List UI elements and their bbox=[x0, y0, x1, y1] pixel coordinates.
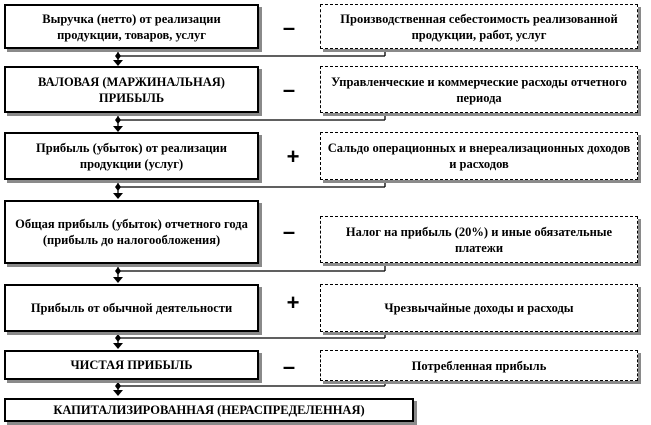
box-income-tax: Налог на прибыль (20%) и иные обязательн… bbox=[320, 216, 638, 263]
box-admin-expenses-label: Управленческие и коммерческие расходы от… bbox=[331, 74, 627, 105]
box-consumed-profit-label: Потребленная прибыль bbox=[411, 358, 547, 373]
box-total-profit: Общая прибыль (убыток) отчетного года (п… bbox=[4, 200, 259, 264]
box-total-profit-label: Общая прибыль (убыток) отчетного года (п… bbox=[15, 217, 248, 247]
box-production-cost: Производственная себестоимость реализова… bbox=[320, 4, 638, 49]
box-revenue: Выручка (нетто) от реализации продукции,… bbox=[4, 4, 259, 49]
operator-minus-4: – bbox=[282, 354, 296, 379]
box-consumed-profit: Потребленная прибыль bbox=[320, 350, 638, 381]
box-gross-profit-label: ВАЛОВАЯ (МАРЖИНАЛЬНАЯ) ПРИБЫЛЬ bbox=[38, 74, 225, 105]
box-ordinary-profit-label: Прибыль от обычной деятельности bbox=[30, 301, 233, 315]
box-net-profit-label: ЧИСТАЯ ПРИБЫЛЬ bbox=[70, 358, 193, 372]
box-sales-profit-label: Прибыль (убыток) от реализации продукции… bbox=[36, 141, 227, 171]
operator-minus-3: – bbox=[282, 219, 296, 244]
operator-minus-2: – bbox=[282, 77, 296, 102]
box-net-profit: ЧИСТАЯ ПРИБЫЛЬ bbox=[4, 350, 259, 380]
operator-plus-2: + bbox=[286, 290, 300, 315]
box-extraordinary-label: Чрезвычайные доходы и расходы bbox=[384, 301, 574, 315]
box-income-tax-label: Налог на прибыль (20%) и иные обязательн… bbox=[345, 224, 613, 255]
box-production-cost-label: Производственная себестоимость реализова… bbox=[340, 11, 618, 42]
box-operating-balance: Сальдо операционных и внереализационных … bbox=[320, 132, 638, 180]
box-extraordinary: Чрезвычайные доходы и расходы bbox=[320, 284, 638, 332]
operator-minus-1: – bbox=[282, 15, 296, 40]
box-sales-profit: Прибыль (убыток) от реализации продукции… bbox=[4, 132, 259, 180]
operator-plus-1: + bbox=[286, 144, 300, 169]
box-revenue-label: Выручка (нетто) от реализации продукции,… bbox=[42, 11, 221, 42]
box-operating-balance-label: Сальдо операционных и внереализационных … bbox=[327, 141, 631, 171]
box-admin-expenses: Управленческие и коммерческие расходы от… bbox=[320, 66, 638, 113]
box-gross-profit: ВАЛОВАЯ (МАРЖИНАЛЬНАЯ) ПРИБЫЛЬ bbox=[4, 66, 259, 113]
box-capitalized-label: КАПИТАЛИЗИРОВАННАЯ (НЕРАСПРЕДЕЛЕННАЯ) bbox=[53, 403, 365, 417]
box-capitalized: КАПИТАЛИЗИРОВАННАЯ (НЕРАСПРЕДЕЛЕННАЯ) bbox=[4, 398, 414, 422]
box-ordinary-profit: Прибыль от обычной деятельности bbox=[4, 284, 259, 332]
